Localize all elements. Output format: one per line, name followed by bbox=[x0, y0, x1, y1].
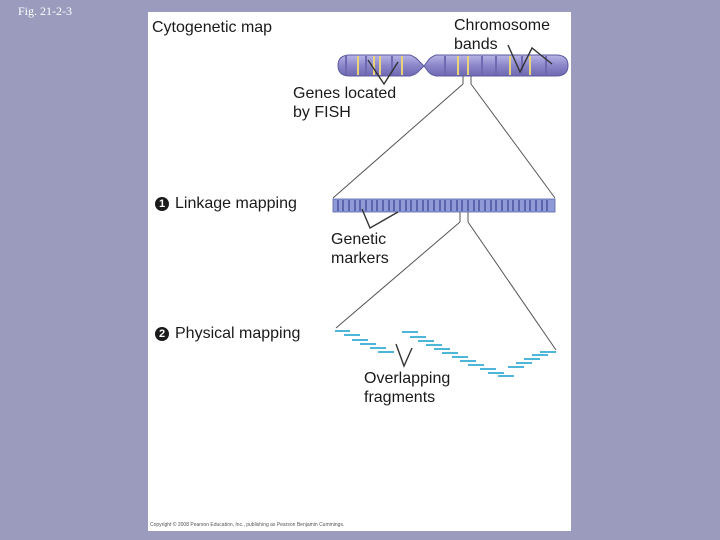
chromosome-bands-pointer bbox=[507, 44, 553, 74]
step-2-badge: 2 bbox=[155, 327, 169, 341]
genes-fish-pointer bbox=[367, 59, 399, 86]
linkage-mapping-step: 1 Linkage mapping bbox=[155, 195, 297, 213]
overlapping-fragments-pointer bbox=[395, 343, 413, 368]
physical-mapping-label: Physical mapping bbox=[175, 325, 301, 342]
genetic-markers-pointer bbox=[361, 208, 399, 229]
zoom-lines-upper bbox=[332, 76, 556, 199]
linkage-mapping-label: Linkage mapping bbox=[175, 195, 297, 212]
zoom-lines-lower bbox=[335, 212, 557, 351]
copyright-notice: Copyright © 2008 Pearson Education, Inc.… bbox=[150, 522, 345, 528]
genetic-markers-label: Genetic markers bbox=[331, 231, 389, 267]
chromosome bbox=[337, 54, 569, 77]
cytogenetic-map-label: Cytogenetic map bbox=[152, 19, 273, 36]
figure-panel: Cytogenetic map Chromosome bands Genes l… bbox=[148, 12, 571, 531]
chromosome-bands-label: Chromosome bands bbox=[454, 17, 551, 53]
genes-fish-label: Genes located by FISH bbox=[293, 85, 397, 121]
chromosome-bands bbox=[345, 56, 547, 75]
figure-label: Fig. 21-2-3 bbox=[18, 4, 72, 18]
step-1-badge: 1 bbox=[155, 197, 169, 211]
overlapping-fragments-label: Overlapping fragments bbox=[364, 370, 451, 406]
overlapping-fragments bbox=[335, 330, 556, 377]
physical-mapping-step: 2 Physical mapping bbox=[155, 325, 300, 343]
linkage-map-bar bbox=[332, 198, 556, 213]
